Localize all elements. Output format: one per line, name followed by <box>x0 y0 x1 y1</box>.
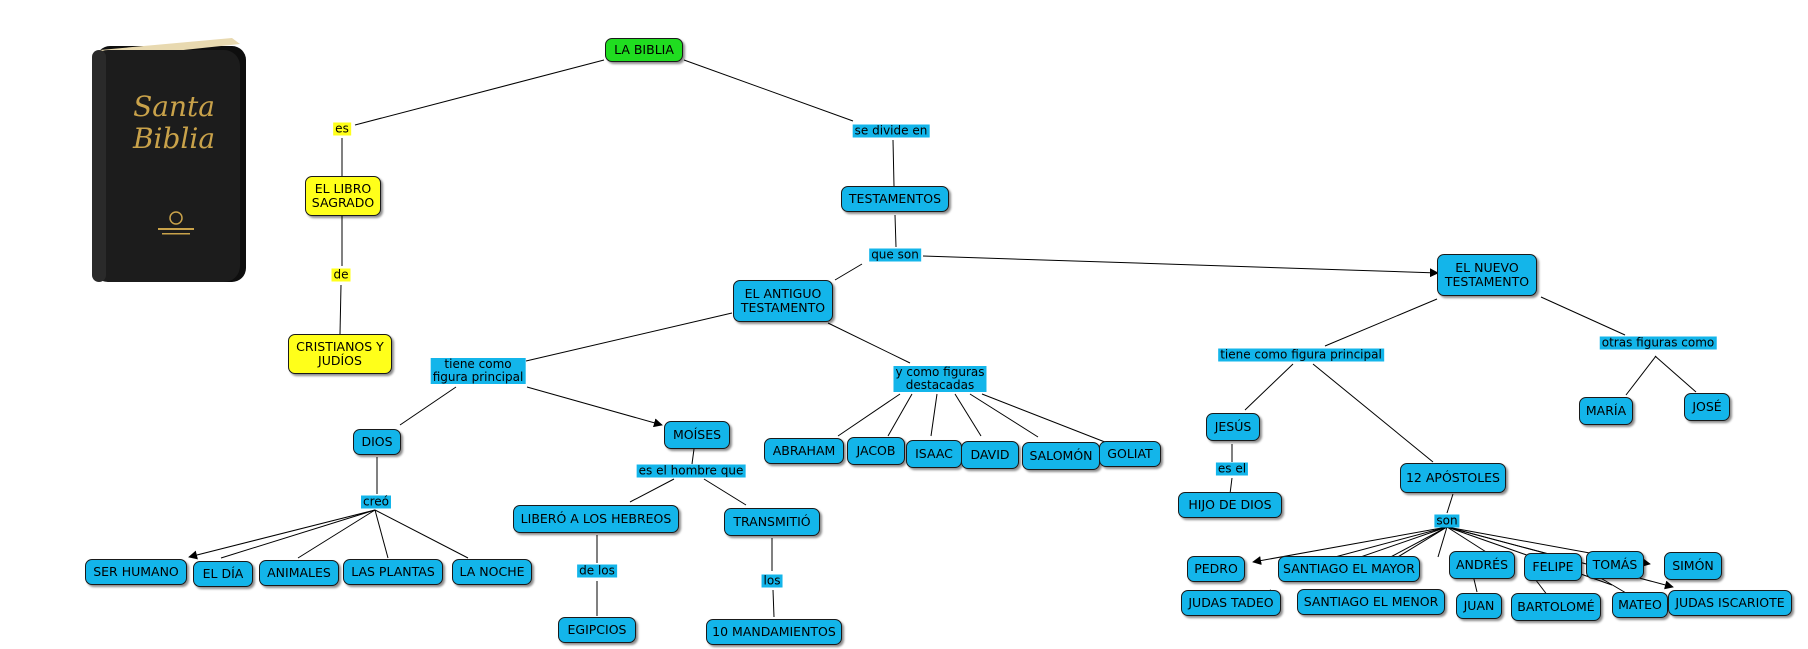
edge <box>894 214 897 248</box>
node-judas-iscariote[interactable]: JUDAS ISCARIOTE <box>1668 590 1792 616</box>
link-se-divide-en: se divide en <box>852 123 930 138</box>
edge <box>1324 298 1438 347</box>
edge <box>930 393 938 437</box>
edge <box>837 393 901 437</box>
node-mateo[interactable]: MATEO <box>1612 592 1668 618</box>
edge <box>1540 296 1626 336</box>
node-abraham[interactable]: ABRAHAM <box>764 438 844 464</box>
edge <box>374 509 389 559</box>
edge <box>1654 355 1697 393</box>
edge <box>1625 355 1657 396</box>
node-la-noche[interactable]: LA NOCHE <box>452 559 532 585</box>
link-son: son <box>1434 513 1460 528</box>
link-otras-figuras-como: otras figuras como <box>1599 335 1717 350</box>
node-felipe[interactable]: FELIPE <box>1524 553 1582 581</box>
node-tomas[interactable]: TOMÁS <box>1586 551 1644 579</box>
node-egipcios[interactable]: EGIPCIOS <box>558 617 636 643</box>
link-creo: creó <box>361 494 391 509</box>
book-title-line1: Santa <box>133 90 215 123</box>
edge <box>525 312 733 362</box>
node-la-biblia[interactable]: LA BIBLIA <box>605 38 683 62</box>
node-jesus[interactable]: JESÚS <box>1206 413 1260 441</box>
link-tiene-como-figura-principal: tiene como figura principal <box>430 357 526 384</box>
edge <box>954 393 982 437</box>
link-tiene-como-figura-principal-nt: tiene como figura principal <box>1218 347 1384 362</box>
link-de: de <box>331 267 351 282</box>
link-es-el: es el <box>1215 461 1249 476</box>
edge <box>297 509 376 559</box>
node-juan[interactable]: JUAN <box>1456 593 1502 619</box>
edge <box>683 59 854 122</box>
node-isaac[interactable]: ISAAC <box>906 440 962 468</box>
edge <box>922 255 1439 278</box>
node-pedro[interactable]: PEDRO <box>1187 556 1245 582</box>
edge <box>526 386 663 428</box>
node-simon[interactable]: SIMÓN <box>1664 552 1722 580</box>
node-bartolome[interactable]: BARTOLOMÉ <box>1511 593 1601 621</box>
edge <box>981 393 1111 445</box>
edge <box>220 509 376 559</box>
node-el-dia[interactable]: EL DÍA <box>193 561 253 587</box>
node-hijo-de-dios[interactable]: HIJO DE DIOS <box>1178 492 1282 518</box>
node-libero-hebreos[interactable]: LIBERÓ A LOS HEBREOS <box>513 505 679 533</box>
node-dios[interactable]: DIOS <box>353 429 401 455</box>
edge <box>772 589 775 618</box>
node-andres[interactable]: ANDRÉS <box>1449 551 1515 579</box>
node-santiago-menor[interactable]: SANTIAGO EL MENOR <box>1297 589 1445 615</box>
node-antiguo-testamento[interactable]: EL ANTIGUO TESTAMENTO <box>733 280 833 322</box>
book-title-line2: Biblia <box>132 122 215 155</box>
node-salomon[interactable]: SALOMÓN <box>1022 442 1100 470</box>
edge <box>703 478 747 506</box>
link-es: es <box>333 121 351 136</box>
node-goliat[interactable]: GOLIAT <box>1099 441 1161 467</box>
edge <box>1437 526 1448 558</box>
edge <box>834 263 863 281</box>
node-libro-sagrado[interactable]: EL LIBRO SAGRADO <box>305 176 381 216</box>
edge <box>1312 363 1434 463</box>
bible-book-image: Santa Biblia <box>92 38 246 282</box>
link-que-son: que son <box>869 247 921 262</box>
edge <box>691 448 695 465</box>
node-judas-tadeo[interactable]: JUDAS TADEO <box>1181 590 1281 616</box>
edge <box>827 322 911 364</box>
edge <box>374 509 469 559</box>
node-animales[interactable]: ANIMALES <box>259 560 339 586</box>
edge <box>969 393 1039 438</box>
link-los: los <box>761 573 783 588</box>
node-jose[interactable]: JOSÉ <box>1684 393 1730 421</box>
node-santiago-mayor[interactable]: SANTIAGO EL MAYOR <box>1278 556 1420 582</box>
node-10-mandamientos[interactable]: 10 MANDAMIENTOS <box>706 619 842 645</box>
edge <box>354 59 605 126</box>
node-las-plantas[interactable]: LAS PLANTAS <box>343 559 443 585</box>
node-david[interactable]: DAVID <box>961 441 1019 469</box>
edge <box>1244 363 1294 411</box>
link-es-el-hombre-que: es el hombre que <box>636 463 746 478</box>
edge <box>887 393 913 437</box>
node-moises[interactable]: MOÍSES <box>664 421 730 449</box>
edge <box>188 509 376 560</box>
link-de-los: de los <box>577 563 617 578</box>
node-nuevo-testamento[interactable]: EL NUEVO TESTAMENTO <box>1437 254 1537 296</box>
node-ser-humano[interactable]: SER HUMANO <box>85 559 187 585</box>
node-12-apostoles[interactable]: 12 APÓSTOLES <box>1400 463 1506 493</box>
edge <box>339 284 342 335</box>
edge <box>399 386 457 426</box>
node-cristianos-judios[interactable]: CRISTIANOS Y JUDÍOS <box>288 334 392 374</box>
node-maria[interactable]: MARÍA <box>1579 397 1633 425</box>
link-y-como-figuras-destacadas: y como figuras destacadas <box>893 365 987 392</box>
node-jacob[interactable]: JACOB <box>847 437 905 465</box>
edge <box>892 139 895 187</box>
edge <box>629 478 675 503</box>
node-testamentos[interactable]: TESTAMENTOS <box>841 186 949 212</box>
edge <box>1446 493 1454 514</box>
node-transmitio[interactable]: TRANSMITIÓ <box>724 508 820 536</box>
